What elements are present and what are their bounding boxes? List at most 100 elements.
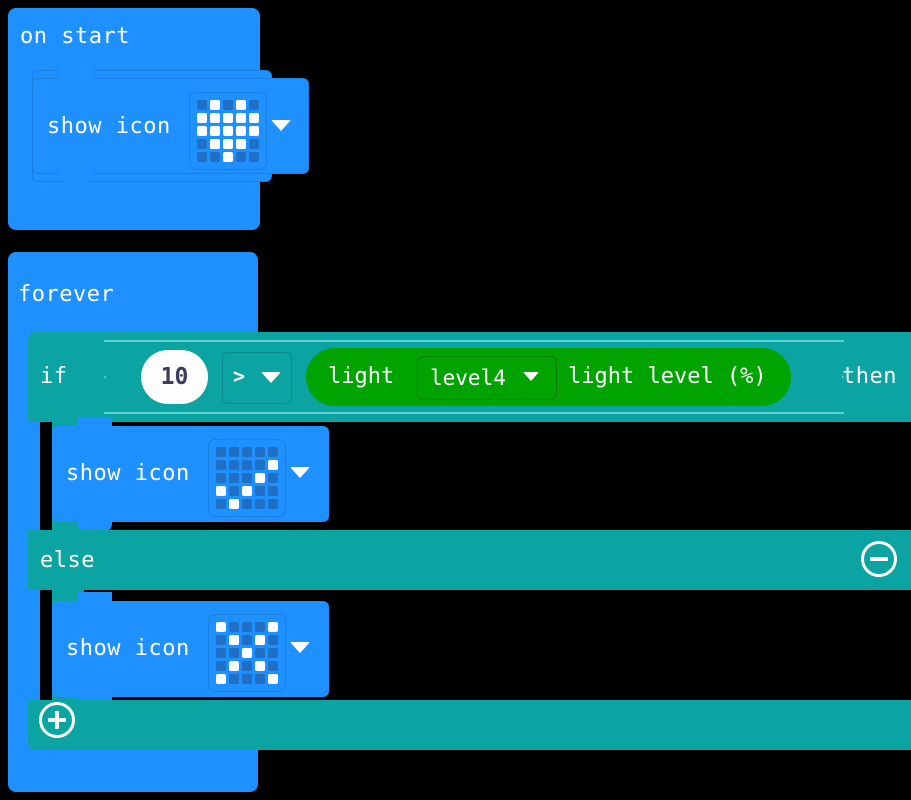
led-pixel-3-1[interactable]	[229, 661, 239, 671]
led-pixel-4-4[interactable]	[249, 152, 259, 162]
plus-circle-icon[interactable]	[39, 702, 75, 738]
led-pixel-3-1[interactable]	[229, 486, 239, 496]
chevron-down-icon[interactable]	[271, 120, 291, 131]
led-pixel-2-2[interactable]	[242, 648, 252, 658]
led-pixel-0-3[interactable]	[255, 447, 265, 457]
light-level-dropdown-value: level4	[430, 366, 506, 390]
led-pixel-4-3[interactable]	[236, 152, 246, 162]
led-pixel-0-3[interactable]	[255, 622, 265, 632]
led-pixel-2-1[interactable]	[229, 473, 239, 483]
led-pixel-4-1[interactable]	[210, 152, 220, 162]
led-pixel-1-3[interactable]	[255, 460, 265, 470]
led-pixel-3-3[interactable]	[255, 486, 265, 496]
show-icon-block-else[interactable]: show icon	[52, 592, 329, 706]
comparison-operator-dropdown[interactable]: >	[222, 352, 292, 404]
led-pixel-0-1[interactable]	[210, 100, 220, 110]
led-pixel-2-1[interactable]	[210, 126, 220, 136]
led-pixel-3-0[interactable]	[197, 139, 207, 149]
led-pixel-1-2[interactable]	[242, 635, 252, 645]
led-pixel-4-0[interactable]	[216, 674, 226, 684]
led-pixel-4-0[interactable]	[216, 499, 226, 509]
led-pixel-1-0[interactable]	[197, 113, 207, 123]
led-pixel-1-3[interactable]	[255, 635, 265, 645]
led-pixel-0-4[interactable]	[249, 100, 259, 110]
led-pixel-2-4[interactable]	[268, 648, 278, 658]
led-pixel-3-1[interactable]	[210, 139, 220, 149]
led-pixel-2-3[interactable]	[236, 126, 246, 136]
led-pixel-1-3[interactable]	[236, 113, 246, 123]
light-level-reporter-block[interactable]: light level4 light level (%)	[306, 348, 791, 406]
boolean-socket-left-point	[104, 340, 138, 414]
led-pixel-0-0[interactable]	[216, 622, 226, 632]
led-pixel-2-0[interactable]	[197, 126, 207, 136]
led-pixel-4-2[interactable]	[242, 674, 252, 684]
led-pixel-0-1[interactable]	[229, 447, 239, 457]
led-pixel-0-2[interactable]	[242, 447, 252, 457]
led-pixel-2-0[interactable]	[216, 648, 226, 658]
led-pixel-0-4[interactable]	[268, 622, 278, 632]
led-pixel-3-3[interactable]	[236, 139, 246, 149]
chevron-down-icon[interactable]	[523, 372, 539, 381]
led-pixel-2-2[interactable]	[242, 473, 252, 483]
led-pixel-3-0[interactable]	[216, 661, 226, 671]
led-pixel-1-4[interactable]	[268, 460, 278, 470]
if-else-block-footer[interactable]	[28, 700, 911, 750]
led-pixel-2-1[interactable]	[229, 648, 239, 658]
led-pixel-0-0[interactable]	[216, 447, 226, 457]
led-pixel-1-0[interactable]	[216, 635, 226, 645]
minus-circle-icon[interactable]	[861, 541, 897, 577]
led-pixel-1-2[interactable]	[242, 460, 252, 470]
led-pixel-0-3[interactable]	[236, 100, 246, 110]
led-pixel-4-4[interactable]	[268, 499, 278, 509]
led-pixel-1-1[interactable]	[229, 460, 239, 470]
led-pixel-3-3[interactable]	[255, 661, 265, 671]
led-pixel-1-2[interactable]	[223, 113, 233, 123]
led-pixel-2-4[interactable]	[249, 126, 259, 136]
led-pixel-4-3[interactable]	[255, 499, 265, 509]
led-pixel-4-3[interactable]	[255, 674, 265, 684]
led-pixel-3-4[interactable]	[268, 486, 278, 496]
led-pixel-3-4[interactable]	[268, 661, 278, 671]
led-pixel-4-0[interactable]	[197, 152, 207, 162]
led-pixel-2-2[interactable]	[223, 126, 233, 136]
show-icon-block-heart[interactable]: show icon	[32, 70, 309, 182]
led-pixel-3-0[interactable]	[216, 486, 226, 496]
led-matrix-heart[interactable]	[189, 92, 267, 170]
led-matrix-x-cross[interactable]	[208, 614, 286, 692]
chevron-down-icon[interactable]	[261, 372, 281, 383]
led-pixel-0-0[interactable]	[197, 100, 207, 110]
chevron-down-icon[interactable]	[290, 642, 310, 653]
led-pixel-3-2[interactable]	[223, 139, 233, 149]
minus-bar	[870, 557, 888, 561]
led-pixel-1-1[interactable]	[229, 635, 239, 645]
show-icon-block-then[interactable]: show icon	[52, 417, 329, 531]
led-pixel-4-2[interactable]	[242, 499, 252, 509]
plus-bar-vertical	[55, 711, 59, 729]
led-pixel-0-2[interactable]	[223, 100, 233, 110]
chevron-down-icon[interactable]	[290, 467, 310, 478]
led-pixel-2-0[interactable]	[216, 473, 226, 483]
led-pixel-2-4[interactable]	[268, 473, 278, 483]
led-pixel-4-1[interactable]	[229, 674, 239, 684]
led-pixel-4-2[interactable]	[223, 152, 233, 162]
forever-block-header[interactable]	[8, 252, 258, 332]
led-pixel-2-3[interactable]	[255, 648, 265, 658]
led-pixel-3-4[interactable]	[249, 139, 259, 149]
led-pixel-2-3[interactable]	[255, 473, 265, 483]
led-pixel-1-4[interactable]	[249, 113, 259, 123]
light-level-dropdown[interactable]: level4	[417, 356, 557, 400]
led-pixel-1-4[interactable]	[268, 635, 278, 645]
led-pixel-3-2[interactable]	[242, 486, 252, 496]
led-pixel-0-2[interactable]	[242, 622, 252, 632]
led-pixel-4-4[interactable]	[268, 674, 278, 684]
number-input-field[interactable]: 10	[141, 350, 208, 404]
led-pixel-1-0[interactable]	[216, 460, 226, 470]
led-pixel-0-4[interactable]	[268, 447, 278, 457]
led-matrix-small-diamond[interactable]	[208, 439, 286, 517]
else-row[interactable]	[28, 530, 911, 590]
led-pixel-4-1[interactable]	[229, 499, 239, 509]
led-pixel-3-2[interactable]	[242, 661, 252, 671]
led-pixel-1-1[interactable]	[210, 113, 220, 123]
led-pixel-0-1[interactable]	[229, 622, 239, 632]
